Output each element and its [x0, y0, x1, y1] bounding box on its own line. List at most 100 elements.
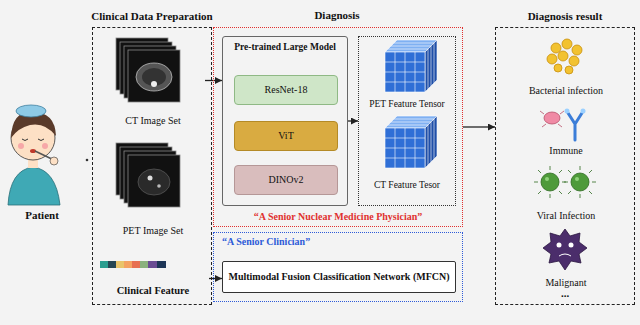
clinical-feature-strip: [148, 261, 157, 268]
virus-icon: [534, 166, 596, 198]
pet-image-stack: [116, 143, 180, 207]
node-label: Viral Infection: [537, 210, 596, 222]
panel-heading: Clinical Data Preparation: [91, 10, 212, 23]
clinical-feature-node: Clinical Feature: [97, 256, 209, 301]
node-label: Multimodal Fusion Classification Network…: [228, 271, 449, 283]
node-label: Pre-trained Large Model: [234, 42, 336, 53]
node-label: Clinical Feature: [117, 285, 189, 297]
virus-icon: [541, 173, 559, 191]
ct-image-stack: [151, 81, 157, 87]
bacteria-icon: [572, 45, 582, 55]
result-panel: Diagnosis resultBacterial infectionImmun…: [495, 27, 635, 305]
malignant-cell-icon: [543, 229, 587, 270]
bacteria-icon: [562, 39, 572, 49]
ellipsis-label: ...: [535, 287, 595, 300]
flow-arrow: [348, 120, 358, 121]
immune-icon: [540, 109, 586, 141]
patient-node: Patient: [2, 60, 82, 225]
section-heading: Diagnosis: [237, 9, 437, 22]
bacteria-icon: [558, 51, 568, 61]
image-set-node: PET Image Set: [101, 138, 205, 238]
node-label: “A Senior Nuclear Medicine Physician”: [254, 211, 423, 223]
physician-panel: “A Senior Nuclear Medicine Physician” Pre…: [213, 27, 463, 227]
pet-image-stack: [148, 176, 153, 181]
node-label: DINOv2: [269, 174, 304, 186]
ct-feature-cube: [388, 119, 434, 165]
patient-figure: [8, 105, 60, 205]
pet-image-stack: [138, 169, 170, 195]
backbone-box: DINOv2: [234, 165, 338, 195]
node-label: Patient: [25, 209, 59, 222]
immune-icon: [568, 113, 582, 140]
clinical-feature-strip: [157, 261, 166, 268]
immune-icon: [544, 112, 560, 124]
clinical-feature-strip: [108, 261, 116, 268]
ct-feature-cube: [385, 116, 437, 168]
patient-arrow-dot: [86, 159, 89, 162]
patient-figure: [50, 157, 58, 165]
bacteria-icon: [547, 54, 557, 64]
immune-icon: [581, 109, 586, 114]
malignant-cell-icon: [543, 229, 587, 270]
bacteria-icon: [547, 39, 582, 74]
node-label: CT Feature Tesor: [374, 180, 440, 191]
node-label: CT Image Set: [125, 115, 180, 127]
result-item: Immune: [501, 103, 631, 158]
node-label: PET Feature Tensor: [369, 99, 445, 110]
pet-image-stack: [157, 184, 161, 188]
pet-feature-cube: [388, 43, 434, 89]
bacteria-icon: [565, 66, 573, 74]
ct-image-stack: [128, 50, 180, 102]
connector-group: [205, 81, 495, 279]
bacteria-icon: [569, 56, 579, 66]
patient-figure: [18, 143, 24, 149]
panel-heading: Diagnosis result: [528, 10, 603, 23]
patient-arrow-dot: [86, 159, 89, 162]
result-item: Malignant: [501, 228, 631, 290]
bacteria-icon: [551, 43, 561, 53]
node-label: Immune: [549, 145, 582, 157]
virus-icon: [545, 177, 549, 181]
virus-icon: [571, 173, 589, 191]
result-item: Bacterial infection: [501, 33, 631, 98]
clinician-panel: “A Senior Clinician” Multimodal Fusion Cl…: [213, 232, 463, 302]
immune-icon: [565, 109, 570, 114]
pet-feature-cube: [385, 52, 425, 92]
clinical-feature-strip: [140, 261, 148, 268]
patient-figure: [16, 105, 46, 117]
virus-icon: [575, 177, 579, 181]
node-label: ResNet-18: [265, 84, 308, 96]
clinical-feature-strip: [100, 261, 108, 268]
data-preparation-panel: Clinical Data PreparationCT Image SetPET…: [92, 27, 212, 305]
ct-image-stack: [116, 38, 180, 102]
malignant-cell-icon: [557, 243, 562, 248]
pet-feature-cube: [385, 52, 425, 92]
node-label: Bacterial infection: [529, 85, 603, 97]
pet-feature-cube: [385, 40, 437, 92]
process-box: Multimodal Fusion Classification Network…: [222, 261, 456, 293]
malignant-cell-icon: [569, 243, 574, 248]
bacteria-icon: [554, 64, 562, 72]
immune-icon: [540, 111, 564, 127]
image-set-node: CT Image Set: [101, 33, 205, 128]
virus-icon: [564, 166, 596, 198]
node-label: “A Senior Clinician”: [222, 236, 310, 248]
clinical-feature-strip: [132, 261, 140, 268]
virus-icon: [534, 166, 566, 198]
pet-image-stack: [128, 155, 180, 207]
clinical-feature-strip: [116, 261, 124, 268]
model-box: Pre-trained Large ModelResNet-18ViTDINOv…: [222, 36, 348, 206]
ct-image-stack: [136, 63, 172, 91]
malignant-cell-icon: [559, 254, 571, 256]
patient-figure: [42, 143, 48, 149]
clinical-feature-strip: [124, 261, 132, 268]
result-item: Viral Infection: [501, 163, 631, 223]
patient-figure: [8, 167, 60, 205]
backbone-box: ResNet-18: [234, 75, 338, 105]
node-label: Malignant: [545, 277, 586, 289]
ct-feature-cube: [385, 128, 425, 168]
flow-arrow: [209, 278, 222, 279]
patient-figure: [22, 139, 44, 141]
ct-image-stack: [142, 68, 166, 86]
